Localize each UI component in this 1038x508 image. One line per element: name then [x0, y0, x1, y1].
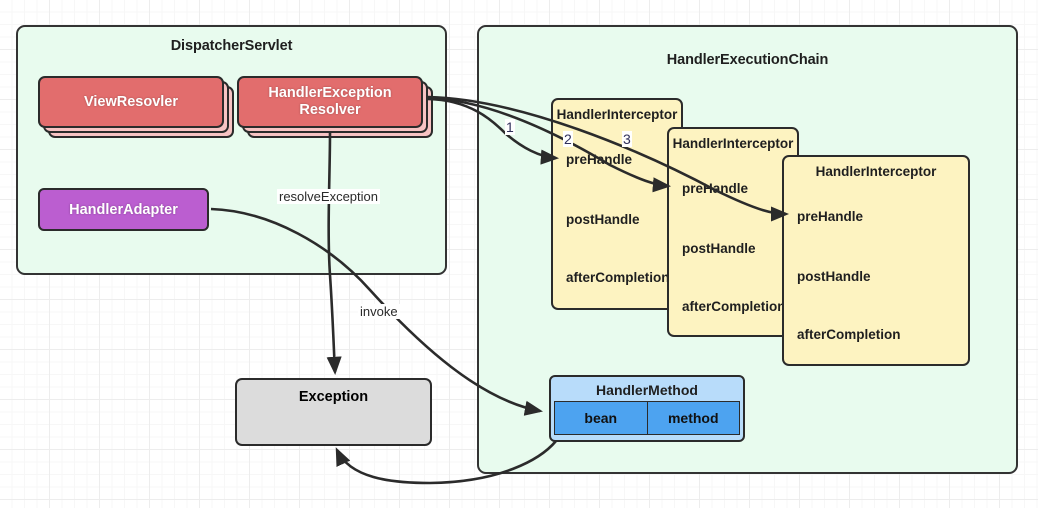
group-dispatcher-servlet[interactable]: DispatcherServlet	[16, 25, 447, 275]
invoke-label: invoke	[358, 304, 400, 319]
handler-interceptor-2-title: HandlerInterceptor	[672, 136, 794, 151]
handler-interceptor-3-method-prehandle[interactable]: preHandle	[797, 209, 864, 224]
handler-interceptor-1[interactable]: HandlerInterceptor preHandle postHandle …	[551, 98, 683, 310]
exception-card[interactable]: Exception	[235, 378, 432, 446]
handler-exception-resolver-label-line1: HandlerException	[268, 85, 392, 102]
handler-method-box[interactable]: HandlerMethod bean method	[549, 375, 745, 442]
handler-interceptor-2-method-posthandle[interactable]: postHandle	[682, 241, 756, 256]
view-resolver-stack[interactable]: ViewResovler	[38, 76, 234, 138]
handler-adapter-label: HandlerAdapter	[69, 201, 178, 218]
handler-adapter-card[interactable]: HandlerAdapter	[38, 188, 209, 231]
handler-interceptor-3-method-posthandle[interactable]: postHandle	[797, 269, 871, 284]
handler-interceptor-2[interactable]: HandlerInterceptor preHandle postHandle …	[667, 127, 799, 337]
handler-interceptor-1-method-aftercompletion[interactable]: afterCompletion	[566, 270, 670, 285]
handler-interceptor-3[interactable]: HandlerInterceptor preHandle postHandle …	[782, 155, 970, 366]
view-resolver-card[interactable]: ViewResovler	[38, 76, 224, 128]
handler-interceptor-1-method-prehandle[interactable]: preHandle	[566, 152, 633, 167]
handler-method-title: HandlerMethod	[596, 382, 698, 398]
sequence-label-3: 3	[622, 131, 632, 147]
sequence-label-2: 2	[563, 131, 573, 147]
handler-method-fields-row: bean method	[554, 401, 740, 435]
handler-method-field-bean[interactable]: bean	[584, 410, 618, 426]
view-resolver-label: ViewResovler	[83, 93, 179, 110]
group-dispatcher-servlet-title: DispatcherServlet	[170, 38, 293, 54]
handler-interceptor-1-title: HandlerInterceptor	[556, 107, 678, 122]
resolve-exception-label: resolveException	[277, 189, 380, 204]
handler-exception-resolver-card[interactable]: HandlerException Resolver	[237, 76, 423, 128]
handler-exception-resolver-label-line2: Resolver	[299, 102, 361, 118]
handler-method-field-method[interactable]: method	[646, 402, 740, 434]
handler-interceptor-2-method-prehandle[interactable]: preHandle	[682, 181, 749, 196]
handler-exception-resolver-stack[interactable]: HandlerException Resolver	[237, 76, 433, 138]
handler-interceptor-3-title: HandlerInterceptor	[815, 164, 937, 179]
handler-interceptor-1-method-posthandle[interactable]: postHandle	[566, 212, 640, 227]
exception-label: Exception	[298, 389, 369, 405]
handler-interceptor-3-method-aftercompletion[interactable]: afterCompletion	[797, 327, 901, 342]
handler-interceptor-2-method-aftercompletion[interactable]: afterCompletion	[682, 299, 786, 314]
sequence-label-1: 1	[505, 119, 515, 135]
group-handler-execution-chain-title: HandlerExecutionChain	[666, 52, 829, 68]
